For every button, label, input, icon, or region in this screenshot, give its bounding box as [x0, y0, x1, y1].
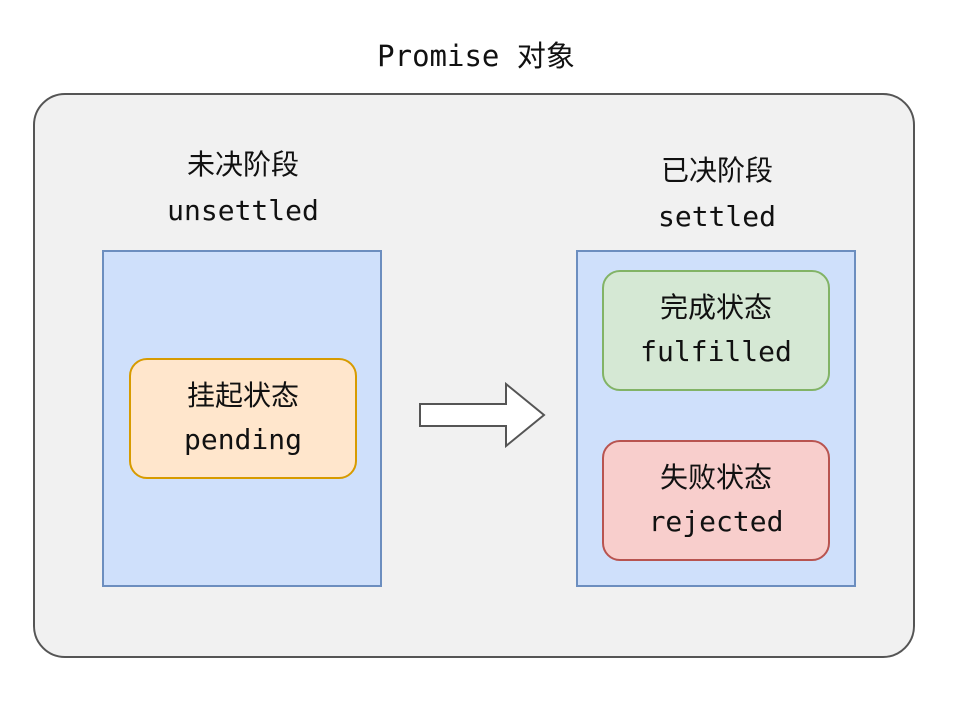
- transition-arrow: [419, 382, 546, 448]
- settled-stage-label: 已决阶段 settled: [567, 148, 867, 240]
- unsettled-label-cn: 未决阶段: [186, 148, 299, 181]
- settled-label-en: settled: [657, 200, 776, 233]
- settled-label-cn: 已决阶段: [660, 154, 773, 187]
- unsettled-stage-label: 未决阶段 unsettled: [93, 142, 393, 234]
- pending-state-box: 挂起状态 pending: [129, 358, 357, 479]
- unsettled-label-en: unsettled: [167, 194, 319, 227]
- pending-label-cn: 挂起状态: [186, 379, 299, 412]
- rejected-label-en: rejected: [648, 505, 784, 538]
- rejected-label-cn: 失败状态: [659, 461, 772, 494]
- fulfilled-label-cn: 完成状态: [659, 291, 772, 324]
- diagram-title: Promise 对象: [377, 39, 575, 73]
- fulfilled-label-en: fulfilled: [640, 335, 792, 368]
- pending-label-en: pending: [183, 423, 302, 456]
- fulfilled-state-box: 完成状态 fulfilled: [602, 270, 830, 391]
- rejected-state-box: 失败状态 rejected: [602, 440, 830, 561]
